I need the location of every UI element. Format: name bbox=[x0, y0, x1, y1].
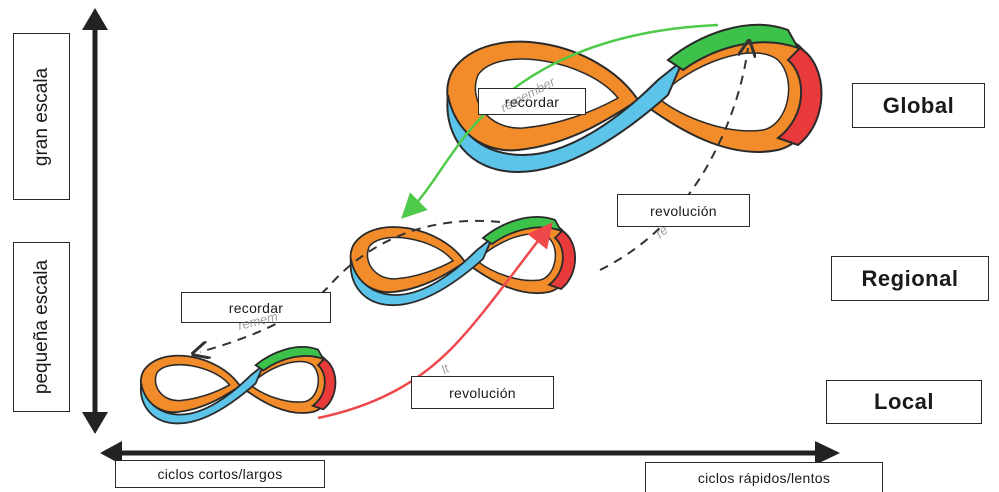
x-axis-left-arrow bbox=[100, 441, 122, 465]
scale-local-label: Local bbox=[826, 380, 982, 424]
y-axis bbox=[82, 8, 108, 434]
revolt-arrow-local-to-regional bbox=[317, 222, 553, 420]
y-axis-bottom-label: pequeña escala bbox=[30, 259, 52, 395]
remember-arrow-regional-to-local bbox=[200, 219, 501, 352]
local-cycle-loop bbox=[139, 346, 337, 425]
y-axis-top-label: gran escala bbox=[30, 67, 52, 166]
revolucion-label-top: revolución bbox=[617, 194, 750, 227]
revolt-arrow-regional-to-global bbox=[599, 48, 748, 271]
regional-cycle-loop bbox=[349, 216, 576, 307]
x-axis-right-arrow bbox=[815, 441, 840, 465]
y-axis-bottom-label-box: pequeña escala bbox=[13, 242, 70, 412]
scale-regional-label: Regional bbox=[831, 256, 989, 301]
x-axis-right-label: ciclos rápidos/lentos bbox=[645, 462, 883, 492]
x-axis bbox=[100, 441, 840, 465]
y-axis-top-label-box: gran escala bbox=[13, 33, 70, 200]
recordar-label-mid: recordar bbox=[181, 292, 331, 323]
y-axis-bottom-arrow bbox=[82, 412, 108, 434]
scale-global-label: Global bbox=[852, 83, 985, 128]
recordar-label-top: recordar bbox=[478, 88, 586, 115]
x-axis-left-label: ciclos cortos/largos bbox=[115, 460, 325, 488]
revolucion-label-bottom: revolución bbox=[411, 376, 554, 409]
y-axis-top-arrow bbox=[82, 8, 108, 30]
